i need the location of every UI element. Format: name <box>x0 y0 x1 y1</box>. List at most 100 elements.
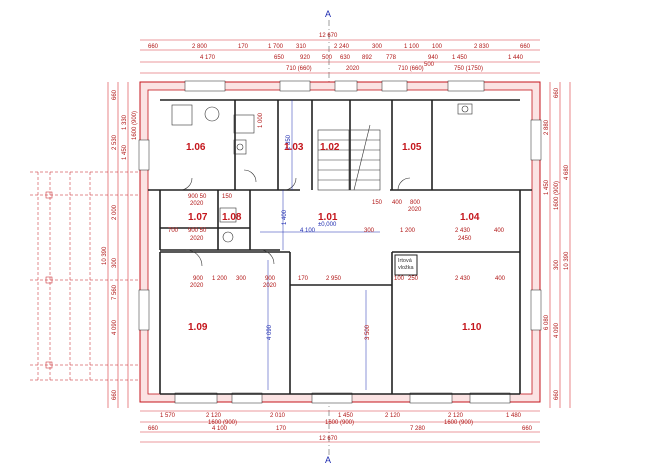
bottom-dim-r3-1: 1600 (900) <box>208 420 237 426</box>
top-dim-2: 2 800 <box>192 44 208 50</box>
top-dim-4: 1 700 <box>268 44 284 50</box>
inner-dim-27: 150 <box>372 200 383 206</box>
bottom-dim-r2-5: 660 <box>522 426 533 432</box>
top-dim-10: 2 830 <box>474 44 490 50</box>
top-dim-r2-10: 1 440 <box>508 55 524 61</box>
room-label-1-03: 1.03 <box>284 142 304 153</box>
left-dim-6: 10 390 <box>102 246 108 265</box>
room-label-1-09: 1.09 <box>188 322 208 333</box>
bottom-total-dim: 12 670 <box>319 436 338 442</box>
top-dim-r2-1: 4 170 <box>200 55 216 61</box>
right-dim-6: 10 390 <box>564 251 570 270</box>
room-label-1-04: 1.04 <box>460 212 480 223</box>
inner-dim-12: 2020 <box>263 283 277 289</box>
top-dim-6: 2 240 <box>334 44 350 50</box>
top-dim-1: 660 <box>148 44 159 50</box>
top-dim-r2-2: 650 <box>274 55 285 61</box>
lift-note-line2: vložka <box>398 265 415 271</box>
inner-dim-33: 1 400 <box>282 209 288 225</box>
top-dim-7: 300 <box>372 44 383 50</box>
inner-dim-2: 2020 <box>190 201 204 207</box>
top-dim-r2-7: 778 <box>386 55 397 61</box>
right-dim-3: 4 680 <box>564 164 570 180</box>
bottom-dim-4: 1 450 <box>338 413 354 419</box>
inner-dim-14: 2 950 <box>326 276 342 282</box>
left-dim-4: 1 450 <box>122 144 128 160</box>
top-dim-r3-4: 500 <box>424 62 435 68</box>
bottom-dim-7: 1 480 <box>506 413 522 419</box>
inner-dim-8: 2020 <box>190 283 204 289</box>
inner-dim-11: 900 <box>265 276 276 282</box>
right-dim-9: 4 090 <box>554 322 560 338</box>
inner-dim-28: 400 <box>392 200 403 206</box>
inner-dim-20: 300 <box>364 228 375 234</box>
inner-dim-17: 2 430 <box>455 276 471 282</box>
inner-dimension-labels: 900 50 2020 150 700 900 50 2020 900 2020… <box>168 112 506 340</box>
inner-dim-21: 1 200 <box>400 228 416 234</box>
right-dim-2: 2 880 <box>544 119 550 135</box>
bottom-dim-r2-4: 7 280 <box>410 426 426 432</box>
right-dim-10: 660 <box>554 389 560 400</box>
left-dimension-lines: 660 1 330 2 530 1 450 1600 (900) 10 390 … <box>102 82 138 408</box>
inner-dim-3: 150 <box>222 194 233 200</box>
room-label-1-02: 1.02 <box>320 142 340 153</box>
left-dim-5: 1600 (900) <box>132 111 138 140</box>
top-dim-8: 1 100 <box>404 44 420 50</box>
top-dim-r2-5: 630 <box>340 55 351 61</box>
inner-dim-31: 2 850 <box>286 134 292 150</box>
bottom-dim-r2-3: 170 <box>276 426 287 432</box>
inner-dim-26: 2020 <box>408 207 422 213</box>
inner-dim-7: 900 <box>193 276 204 282</box>
bottom-dim-r3-2: 1600 (900) <box>325 420 354 426</box>
left-dim-1: 660 <box>112 89 118 100</box>
right-dim-8: 6 080 <box>544 314 550 330</box>
room-label-1-08: 1.08 <box>222 212 242 223</box>
inner-dim-23: 400 <box>494 228 505 234</box>
top-dimension-lines: 12 670 660 2 800 170 1 700 310 2 240 300… <box>140 33 540 74</box>
room-label-1-10: 1.10 <box>462 322 482 333</box>
bottom-dim-1: 1 570 <box>160 413 176 419</box>
inner-dim-16: 250 <box>408 276 419 282</box>
room-label-1-07: 1.07 <box>188 212 208 223</box>
room-label-1-05: 1.05 <box>402 142 422 153</box>
inner-dim-15: 100 <box>394 276 405 282</box>
room-label-1-06: 1.06 <box>186 142 206 153</box>
room-label-1-01: 1.01 <box>318 212 338 223</box>
section-marker-top: A <box>325 9 331 19</box>
right-dim-7: 300 <box>554 259 560 270</box>
bottom-dim-5: 2 120 <box>385 413 401 419</box>
top-dim-r3-3: 710 (660) <box>398 66 424 72</box>
top-total-dim: 12 670 <box>319 33 338 39</box>
bottom-dim-2: 2 120 <box>206 413 222 419</box>
inner-dim-18: 400 <box>495 276 506 282</box>
top-dim-r3-2: 2020 <box>346 66 360 72</box>
top-dim-5: 310 <box>296 44 307 50</box>
interior-walls <box>148 99 532 395</box>
top-dim-r3-1: 710 (660) <box>286 66 312 72</box>
left-dim-8: 300 <box>112 257 118 268</box>
left-dim-7: 2 000 <box>112 204 118 220</box>
bottom-dim-3: 2 010 <box>270 413 286 419</box>
inner-dim-19: 4 100 <box>300 228 316 234</box>
inner-dim-24: 2450 <box>458 236 472 242</box>
staircase <box>317 124 381 191</box>
inner-dim-4: 700 <box>168 228 179 234</box>
bottom-dim-r3-3: 1600 (900) <box>444 420 473 426</box>
top-dim-r2-3: 920 <box>300 55 311 61</box>
top-dim-r2-9: 1 450 <box>452 55 468 61</box>
inner-dim-29: 4 090 <box>267 324 273 340</box>
right-dim-1: 660 <box>554 87 560 98</box>
inner-dim-6: 2020 <box>190 236 204 242</box>
inner-dim-32: 1 000 <box>258 112 264 128</box>
inner-dim-9: 1 200 <box>212 276 228 282</box>
top-dim-r2-4: 500 <box>322 55 333 61</box>
top-dim-r2-8: 940 <box>428 55 439 61</box>
inner-dim-13: 170 <box>298 276 309 282</box>
bottom-dimension-lines: 1 570 2 120 2 010 1 450 2 120 2 120 1 48… <box>140 410 540 443</box>
exterior-walls <box>138 80 542 404</box>
left-dim-2: 1 330 <box>122 114 128 130</box>
top-dim-r3-5: 750 (1750) <box>454 66 483 72</box>
top-dim-11: 660 <box>520 44 531 50</box>
inner-dim-30: 3 500 <box>365 324 371 340</box>
